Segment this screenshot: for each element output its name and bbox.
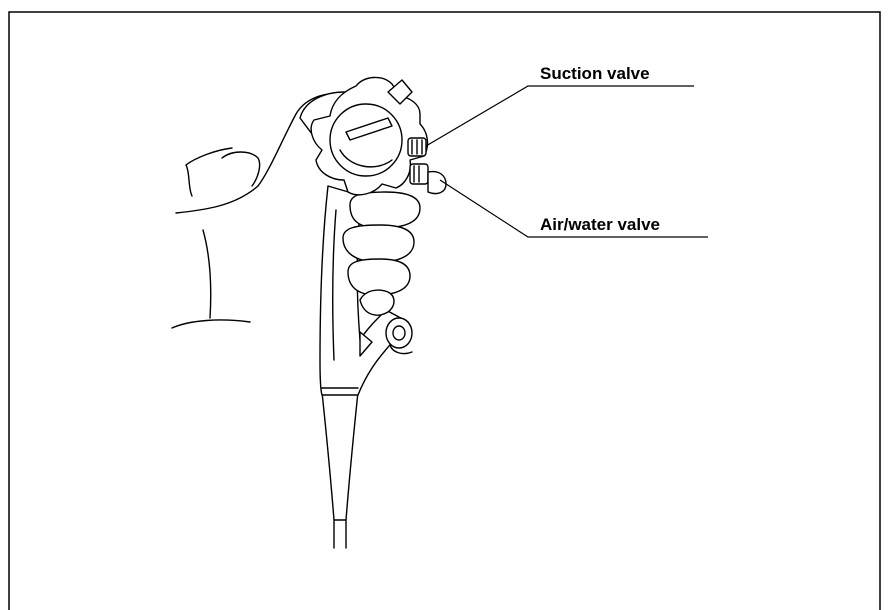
air-water-valve-label: Air/water valve [540, 215, 660, 235]
figure-border [9, 12, 880, 610]
insertion-tube [322, 392, 358, 548]
suction-valve [408, 138, 426, 156]
air-water-valve [410, 164, 446, 194]
suction-valve-label: Suction valve [540, 64, 650, 84]
suction-valve-leader [426, 86, 694, 146]
